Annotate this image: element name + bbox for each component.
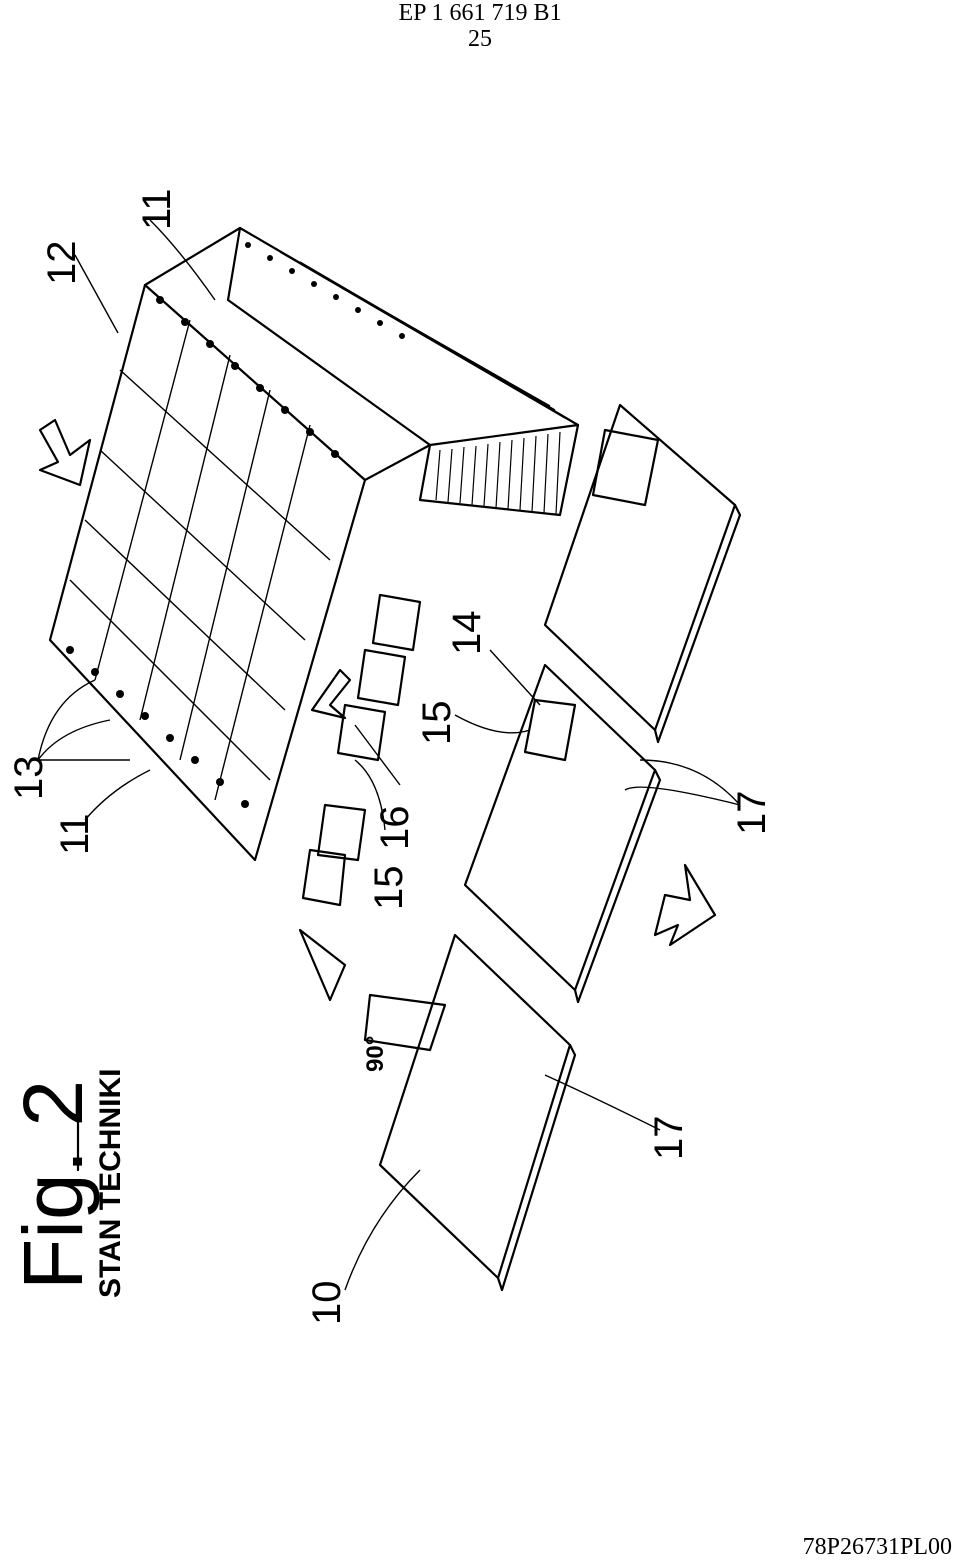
patent-number: EP 1 661 719 B1	[398, 0, 562, 26]
card-right	[543, 403, 742, 744]
form-stack	[226, 226, 580, 517]
ref-15-upper: 15	[415, 701, 459, 746]
ref-16: 16	[373, 806, 417, 851]
ref-13: 13	[7, 756, 51, 801]
output-arrow-icon	[653, 863, 717, 947]
document-code: 78P26731PL00	[802, 1534, 952, 1560]
card-left	[378, 933, 577, 1292]
ref-10: 10	[305, 1281, 349, 1326]
card-middle	[463, 663, 662, 1004]
direction-arrow-icon	[310, 668, 352, 720]
rotated-label	[363, 993, 447, 1052]
reference-numerals: 11 12 13 11 14 15 16 15 17 17 10	[7, 188, 774, 1325]
figure-title: Fig. 2	[6, 1080, 100, 1290]
figure-caption: Fig. 2 STAN TECHNIKI	[6, 1069, 127, 1298]
window-14	[523, 698, 577, 762]
ref-15-lower: 15	[367, 866, 411, 911]
ref-17-left: 17	[647, 1116, 691, 1161]
figure-subtitle: STAN TECHNIKI	[94, 1069, 127, 1298]
angle-label: 90°	[362, 1036, 389, 1072]
ref-11-left: 11	[53, 813, 97, 855]
page-number: 25	[468, 26, 492, 52]
window-right	[591, 428, 660, 507]
continuous-form-sheet	[48, 226, 432, 862]
leader-lines	[37, 219, 741, 1291]
ref-11-top: 11	[135, 188, 179, 230]
feed-arrow-icon	[38, 418, 92, 487]
ref-14: 14	[445, 611, 489, 656]
ref-12: 12	[40, 241, 84, 286]
ref-17-right: 17	[730, 791, 774, 836]
cut-labels-row	[298, 593, 422, 1002]
